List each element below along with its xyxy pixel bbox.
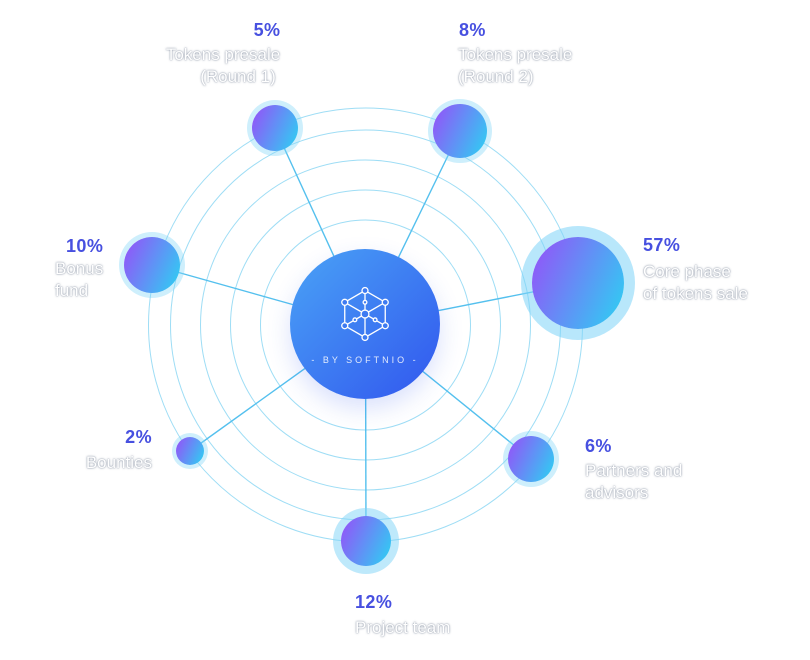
node-partners-and-advisors (508, 436, 554, 482)
label-partners-line-1: Partners and (585, 461, 683, 480)
percent-core-phase: 57% (643, 235, 681, 255)
label-bounties: Bounties (85, 453, 152, 472)
label-bonus-fund-line-2: fund (55, 281, 89, 300)
percent-partners-and-advisors: 6% (585, 436, 612, 456)
percent-tokens-presale-round-1: 5% (253, 20, 281, 40)
label-tokens-presale-round-1-line-1: Tokens presale (165, 45, 281, 64)
label-partners-line-2: advisors (585, 483, 649, 502)
percent-tokens-presale-round-2: 8% (459, 20, 486, 40)
label-bonus-fund-line-1: Bonus (55, 259, 104, 278)
label-project-team: Project team (355, 618, 451, 637)
center-hub: - BY SOFTNIO - (290, 249, 440, 399)
label-tokens-presale-round-2-line-2: (Round 2) (458, 67, 534, 86)
percent-bonus-fund: 10% (66, 236, 104, 256)
label-core-phase-line-1: Core phase (643, 262, 731, 281)
node-core-phase-of-tokens-sale (532, 237, 624, 329)
node-tokens-presale-round-2 (433, 104, 487, 158)
node-bonus-fund (124, 237, 180, 293)
label-tokens-presale-round-1-line-2: (Round 1) (200, 67, 276, 86)
label-tokens-presale-round-2-line-1: Tokens presale (458, 45, 573, 64)
center-caption: - BY SOFTNIO - (311, 354, 419, 365)
node-tokens-presale-round-1 (252, 105, 298, 151)
label-core-phase-line-2: of tokens sale (643, 284, 748, 303)
hexagon-network-icon (341, 286, 389, 341)
node-bounties (176, 437, 204, 465)
percent-bounties: 2% (125, 427, 152, 447)
percent-project-team: 12% (355, 592, 393, 612)
node-project-team (341, 516, 391, 566)
